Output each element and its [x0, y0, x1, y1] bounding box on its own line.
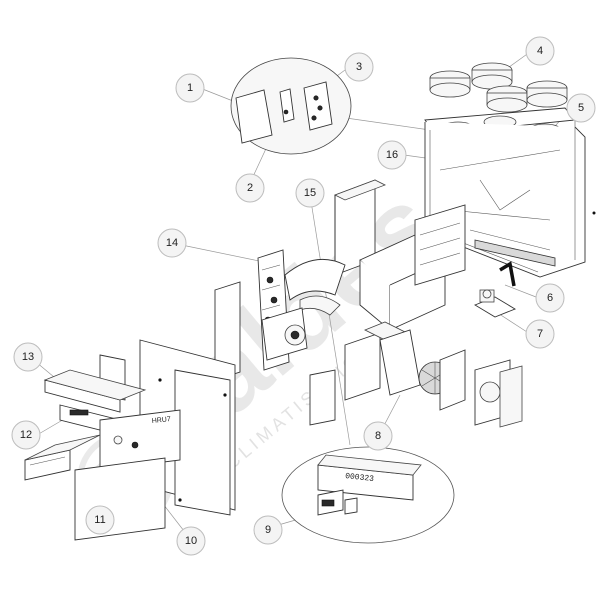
svg-text:3: 3	[356, 61, 362, 73]
svg-text:16: 16	[386, 149, 398, 161]
svg-text:9: 9	[265, 524, 271, 536]
control-panel-text: HRU7	[151, 416, 171, 425]
board-text: 000323	[345, 472, 375, 484]
callout-6: 6	[535, 283, 565, 313]
svg-text:1: 1	[187, 82, 193, 94]
svg-text:6: 6	[547, 292, 553, 304]
callout-1: 1	[175, 73, 205, 103]
svg-text:7: 7	[537, 328, 543, 340]
svg-text:5: 5	[578, 102, 584, 114]
callout-8: 8	[363, 421, 393, 451]
callout-12: 12	[11, 420, 41, 450]
part-6-hook	[499, 261, 516, 287]
callout-7: 7	[525, 319, 555, 349]
callout-3: 3	[344, 52, 374, 82]
svg-text:14: 14	[166, 237, 178, 249]
callout-16: 16	[377, 140, 407, 170]
callouts: 1 2 3 4 5 6 7 8 9 10 11 12 13 14 15 16	[11, 36, 596, 556]
heat-exchanger	[334, 179, 466, 331]
part-15-fan-scroll	[284, 258, 346, 316]
part-4-spigots	[429, 62, 568, 113]
callout-10: 10	[176, 526, 206, 556]
svg-text:12: 12	[20, 429, 32, 441]
svg-text:2: 2	[247, 182, 253, 194]
callout-5: 5	[566, 93, 596, 123]
callout-13: 13	[13, 342, 43, 372]
svg-text:15: 15	[304, 187, 316, 199]
svg-text:13: 13	[22, 351, 34, 363]
part-2-bracket	[279, 88, 295, 123]
part-8-fan-assembly	[344, 321, 523, 428]
part-3-board	[303, 81, 333, 131]
svg-text:4: 4	[537, 45, 543, 57]
part-11-panel	[99, 409, 181, 471]
svg-text:8: 8	[375, 430, 381, 442]
bottom-left-assembly: HRU7	[24, 369, 181, 541]
callout-15: 15	[295, 178, 325, 208]
callout-14: 14	[157, 228, 187, 258]
detail-circle-top	[230, 57, 352, 155]
svg-text:11: 11	[94, 514, 105, 526]
callout-9: 9	[253, 515, 283, 545]
callout-11: 11	[85, 505, 115, 535]
svg-text:10: 10	[185, 535, 197, 547]
detail-circle-bottom: 000323	[281, 446, 455, 544]
part-7-bracket	[473, 289, 517, 318]
callout-2: 2	[235, 173, 265, 203]
part-14-control-box	[257, 249, 308, 371]
part-1-cover	[235, 89, 273, 144]
callout-4: 4	[525, 36, 555, 66]
